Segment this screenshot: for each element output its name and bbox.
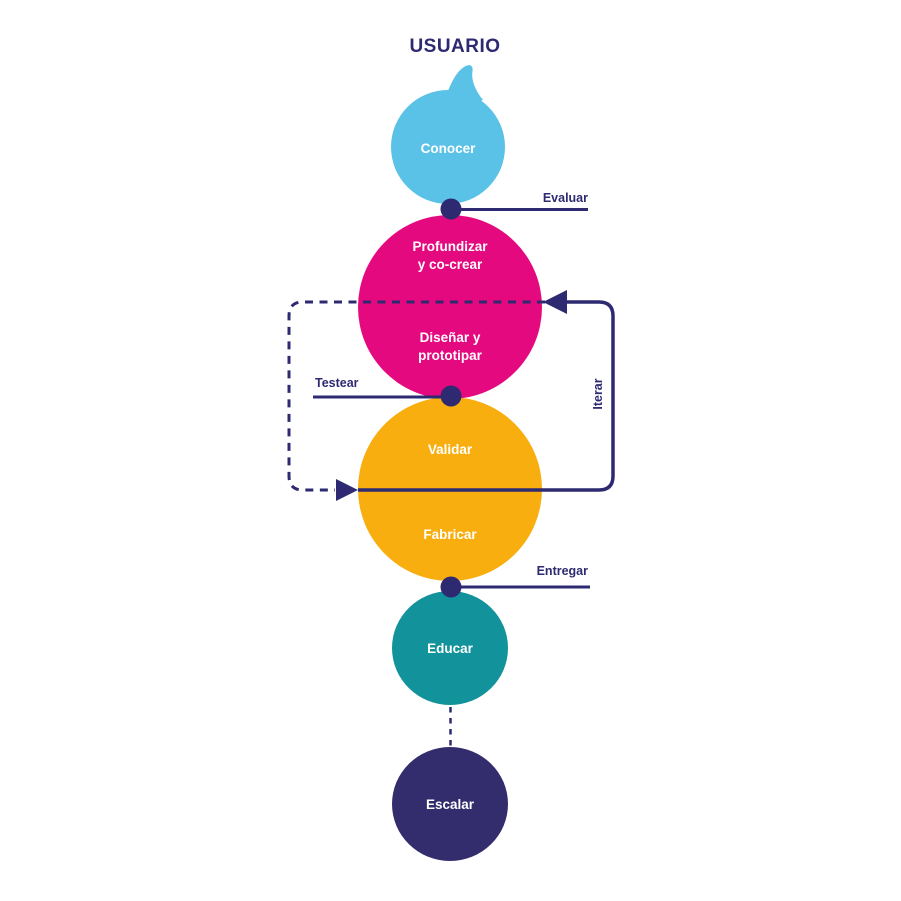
- junction-dot-evaluar: [440, 198, 462, 220]
- edge-label-evaluar: Evaluar: [542, 191, 588, 205]
- edge-label-entregar: Entregar: [536, 564, 588, 578]
- junction-dot-testear: [440, 385, 462, 407]
- node-label-fabricar: Fabricar: [423, 527, 477, 542]
- edge-label-testear: Testear: [315, 376, 359, 390]
- speech-tail-shape: [444, 65, 483, 108]
- node-escalar: [392, 747, 508, 861]
- node-label-conocer: Conocer: [420, 141, 476, 156]
- node-label-educar: Educar: [427, 641, 473, 656]
- edge-label-iterar: Iterar: [591, 378, 605, 410]
- dashed-loop-path: [287, 300, 545, 492]
- junction-dot-entregar: [440, 576, 462, 598]
- iterar-arrowhead: [543, 290, 567, 314]
- page-title: USUARIO: [409, 36, 501, 57]
- node-profundizar-disenar: [358, 215, 542, 399]
- node-conocer: [391, 90, 505, 204]
- node-label-escalar: Escalar: [425, 797, 475, 812]
- dashed-loop-arrowhead: [336, 479, 358, 501]
- node-label-validar: Validar: [427, 442, 473, 457]
- node-label-profundizar: Profundizar y co-crear: [412, 239, 488, 272]
- iterar-loop-path: [358, 300, 615, 492]
- node-educar: [392, 591, 508, 705]
- node-label-disenar: Diseñar y prototipar: [418, 330, 482, 363]
